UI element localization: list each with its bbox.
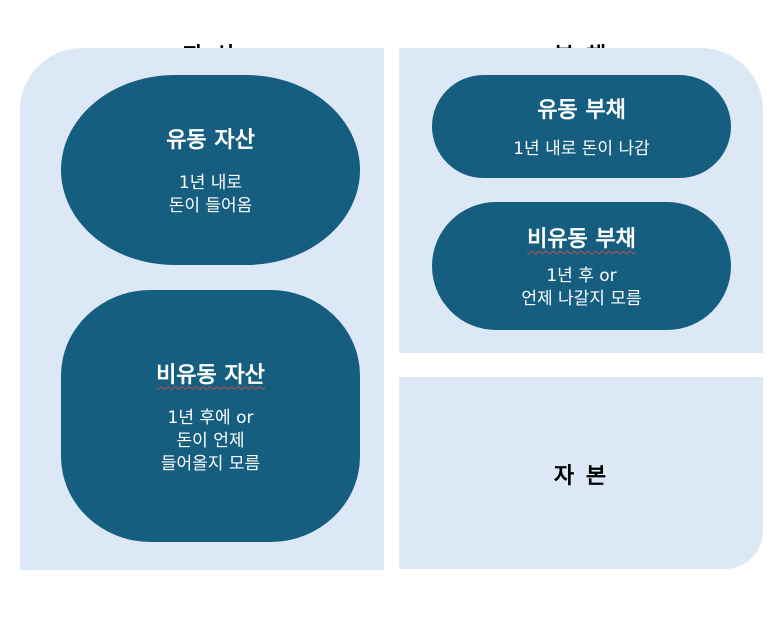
noncurrent-assets-box: 비유동 자산 1년 후에 or 돈이 언제 들어올지 모름 — [61, 290, 360, 542]
current-assets-title: 유동 자산 — [166, 128, 255, 153]
noncurrent-liabilities-title: 비유동 부채 — [527, 227, 636, 252]
current-assets-description: 1년 내로 돈이 들어옴 — [169, 172, 253, 218]
current-liabilities-description: 1년 내로 돈이 나감 — [513, 138, 650, 161]
noncurrent-liabilities-description: 1년 후 or 언제 나갈지 모름 — [521, 265, 641, 311]
noncurrent-liabilities-desc-line: 언제 나갈지 모름 — [521, 289, 642, 309]
current-liabilities-box: 유동 부채 1년 내로 돈이 나감 — [432, 75, 731, 178]
current-liabilities-desc-line: 1년 내로 돈이 나감 — [513, 139, 650, 159]
current-liabilities-title: 유동 부채 — [537, 98, 626, 123]
noncurrent-liabilities-desc-line: 1년 후 or — [546, 266, 617, 286]
noncurrent-assets-title: 비유동 자산 — [156, 362, 265, 388]
noncurrent-liabilities-box: 비유동 부채 1년 후 or 언제 나갈지 모름 — [432, 202, 731, 330]
noncurrent-assets-desc-line: 1년 후에 or — [167, 407, 254, 428]
noncurrent-assets-desc-line: 들어올지 모름 — [160, 453, 261, 474]
equity-panel — [399, 377, 763, 569]
current-assets-desc-line: 돈이 들어옴 — [168, 196, 253, 216]
current-assets-box: 유동 자산 1년 내로 돈이 들어옴 — [61, 75, 360, 265]
current-assets-desc-line: 1년 내로 — [178, 173, 243, 193]
equity-label: 자 본 — [553, 464, 609, 489]
noncurrent-assets-description: 1년 후에 or 돈이 언제 들어올지 모름 — [161, 407, 260, 476]
noncurrent-assets-desc-line: 돈이 언제 — [176, 430, 245, 451]
